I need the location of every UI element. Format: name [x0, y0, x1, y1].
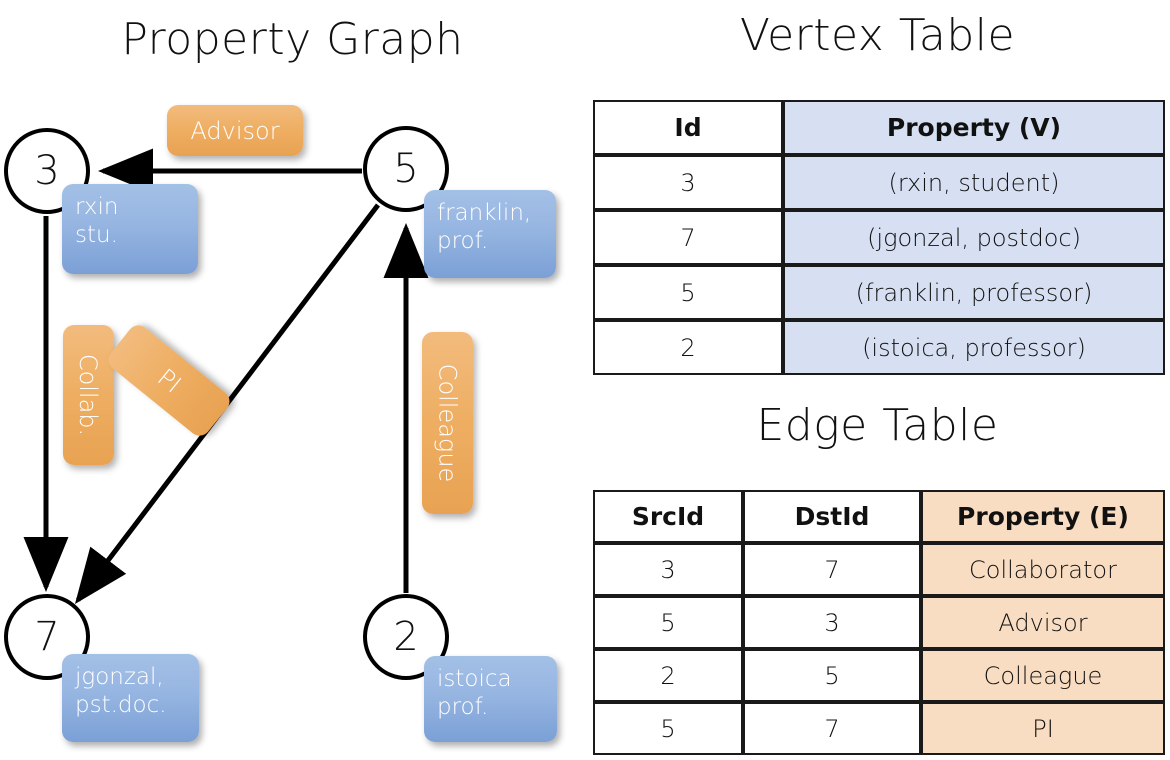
- vertex-property-box-5: franklin, prof.: [424, 190, 556, 278]
- vertex-row-3-property: (istoica, professor): [783, 320, 1165, 375]
- edge-row-0-dst: 7: [743, 543, 921, 596]
- edge-table-header-row: SrcId DstId Property (E): [593, 490, 1165, 543]
- table-row: 3 (rxin, student): [593, 155, 1165, 210]
- vertex-row-0-id: 3: [593, 155, 783, 210]
- vertex-property-box-7-line1: jgonzal,: [75, 664, 164, 690]
- edge-label-pi-text: PI: [151, 362, 187, 399]
- table-row: 5 (franklin, professor): [593, 265, 1165, 320]
- vertex-property-box-3-line2: stu.: [75, 222, 118, 249]
- edge-row-1-property: Advisor: [921, 596, 1165, 649]
- table-row: 2 (istoica, professor): [593, 320, 1165, 375]
- vertex-row-0-property: (rxin, student): [783, 155, 1165, 210]
- edge-row-3-property: PI: [921, 702, 1165, 755]
- vertex-row-2-id: 5: [593, 265, 783, 320]
- table-row: 2 5 Colleague: [593, 649, 1165, 702]
- vertex-property-box-3: rxin stu.: [62, 184, 198, 274]
- edge-row-2-src: 2: [593, 649, 743, 702]
- table-row: 5 3 Advisor: [593, 596, 1165, 649]
- vertex-row-1-id: 7: [593, 210, 783, 265]
- edge-label-colleague: Colleague: [422, 332, 473, 514]
- edge-label-colleague-text: Colleague: [433, 363, 462, 483]
- graph-node-5[interactable]: 5: [363, 126, 449, 212]
- edge-table-header-dstid: DstId: [743, 490, 921, 543]
- page-title-property-graph: Property Graph: [121, 14, 464, 65]
- edge-row-0-src: 3: [593, 543, 743, 596]
- edge-row-1-src: 5: [593, 596, 743, 649]
- edge-row-3-src: 5: [593, 702, 743, 755]
- table-row: 7 (jgonzal, postdoc): [593, 210, 1165, 265]
- vertex-property-box-5-line2: prof.: [437, 228, 489, 255]
- edge-row-2-dst: 5: [743, 649, 921, 702]
- vertex-table: Id Property (V) 3 (rxin, student) 7 (jgo…: [593, 100, 1165, 375]
- edge-table-header-property: Property (E): [921, 490, 1165, 543]
- vertex-property-box-5-line1: franklin,: [437, 200, 532, 226]
- vertex-row-1-property: (jgonzal, postdoc): [783, 210, 1165, 265]
- edge-row-3-dst: 7: [743, 702, 921, 755]
- vertex-table-header-row: Id Property (V): [593, 100, 1165, 155]
- vertex-property-box-7: jgonzal, pst.doc.: [62, 654, 199, 742]
- vertex-property-box-3-line1: rxin: [75, 194, 119, 220]
- vertex-table-header-property: Property (V): [783, 100, 1165, 155]
- page-title-edge-table: Edge Table: [756, 400, 999, 451]
- edge-row-1-dst: 3: [743, 596, 921, 649]
- vertex-property-box-2-line1: istoica: [437, 666, 512, 692]
- edge-label-collab-text: Collab.: [74, 353, 103, 437]
- graph-node-3-label: 3: [34, 148, 60, 194]
- graph-node-2[interactable]: 2: [363, 594, 449, 680]
- property-graph-diagram: 3 5 7 2 rxin stu. franklin, prof. jgonza…: [4, 105, 557, 742]
- table-row: 3 7 Collaborator: [593, 543, 1165, 596]
- edge-row-2-property: Colleague: [921, 649, 1165, 702]
- graph-node-2-label: 2: [393, 614, 419, 660]
- edge-label-collab: Collab.: [63, 325, 114, 465]
- vertex-property-box-7-line2: pst.doc.: [75, 692, 167, 719]
- table-row: 5 7 PI: [593, 702, 1165, 755]
- edge-label-advisor-text: Advisor: [190, 116, 280, 145]
- vertex-row-2-property: (franklin, professor): [783, 265, 1165, 320]
- edge-table-header-srcid: SrcId: [593, 490, 743, 543]
- graph-node-7-label: 7: [34, 614, 60, 660]
- vertex-table-header-id: Id: [593, 100, 783, 155]
- graph-node-5-label: 5: [393, 146, 419, 192]
- vertex-property-box-2: istoica prof.: [424, 656, 557, 742]
- edge-table: SrcId DstId Property (E) 3 7 Collaborato…: [593, 490, 1165, 755]
- page-title-vertex-table: Vertex Table: [739, 10, 1016, 61]
- vertex-row-3-id: 2: [593, 320, 783, 375]
- vertex-property-box-2-line2: prof.: [437, 694, 489, 721]
- edge-row-0-property: Collaborator: [921, 543, 1165, 596]
- edge-label-advisor: Advisor: [167, 105, 303, 156]
